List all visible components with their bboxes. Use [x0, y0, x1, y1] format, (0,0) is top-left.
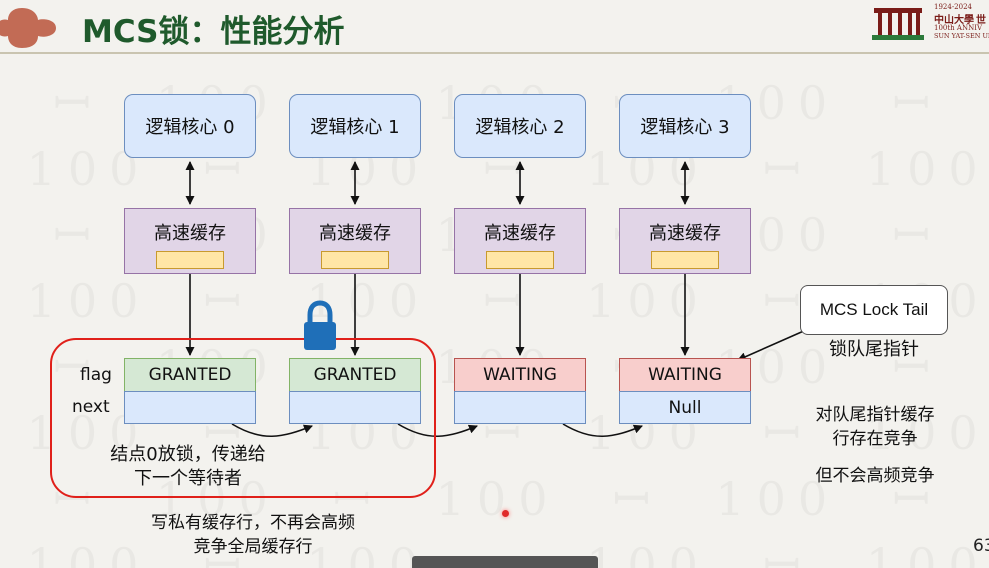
cache-1: 高速缓存: [289, 208, 421, 274]
logical-core-3: 逻辑核心 3: [619, 94, 751, 158]
release-note: 结点0放锁，传递给 下一个等待者: [88, 443, 288, 491]
cache-line-slot: [651, 251, 719, 269]
gate-icon: [872, 8, 924, 40]
private-cache-note-line2: 竞争全局缓存行: [193, 537, 313, 557]
private-cache-note-line1: 写私有缓存行，不再会高频: [151, 513, 355, 533]
flag-row-label: flag: [80, 365, 112, 385]
tail-caption: 锁队尾指针: [829, 339, 919, 360]
node-0-next: [124, 391, 256, 424]
next-row-label: next: [72, 397, 110, 417]
tail-pointer: [737, 329, 807, 361]
cache-line-slot: [321, 251, 389, 269]
core-label: 逻辑核心 1: [310, 117, 400, 138]
core-label: 逻辑核心 3: [640, 117, 730, 138]
release-note-line1: 结点0放锁，传递给: [110, 444, 266, 465]
cache-line-slot: [486, 251, 554, 269]
logical-core-2: 逻辑核心 2: [454, 94, 586, 158]
logical-core-1: 逻辑核心 1: [289, 94, 421, 158]
node-2-flag: WAITING: [454, 358, 586, 392]
page-number: 63: [973, 536, 989, 556]
cache-label: 高速缓存: [649, 223, 721, 244]
contention-note-line1: 对队尾指针缓存: [815, 405, 935, 425]
cache-2: 高速缓存: [454, 208, 586, 274]
header-divider: [0, 52, 989, 54]
mcs-lock-tail-box: MCS Lock Tail: [800, 285, 948, 335]
node-0-flag: GRANTED: [124, 358, 256, 392]
node-1-next: [289, 391, 421, 424]
cache-3: 高速缓存: [619, 208, 751, 274]
cache-label: 高速缓存: [154, 223, 226, 244]
slide-title: MCS锁：性能分析: [82, 14, 345, 50]
node-3-next: Null: [619, 391, 751, 424]
logo-anniv: 100th ANNIV: [934, 24, 983, 32]
core-label: 逻辑核心 0: [145, 117, 235, 138]
cache-0: 高速缓存: [124, 208, 256, 274]
logical-core-0: 逻辑核心 0: [124, 94, 256, 158]
core-label: 逻辑核心 2: [475, 117, 565, 138]
lock-icon: [304, 300, 336, 350]
cache-label: 高速缓存: [484, 223, 556, 244]
logo-years: 1924-2024: [934, 3, 972, 11]
logo-name: 中山大學: [934, 15, 974, 26]
highlight-frame: [50, 338, 436, 498]
logo-suffix: 世: [976, 15, 986, 26]
laser-pointer-dot: [502, 510, 509, 517]
node-3-flag: WAITING: [619, 358, 751, 392]
cache-label: 高速缓存: [319, 223, 391, 244]
logo-univ: SUN YAT-SEN UNI: [934, 32, 989, 40]
release-note-line2: 下一个等待者: [134, 468, 242, 489]
node-1-flag: GRANTED: [289, 358, 421, 392]
contention-note-line2: 行存在竞争: [832, 429, 918, 449]
next-link-2-3: [562, 423, 643, 438]
private-cache-note: 写私有缓存行，不再会高频 竞争全局缓存行: [118, 511, 388, 559]
next-link-1-2: [397, 423, 478, 438]
university-logo: 1924-2024 中山大學 世 100th ANNIV SUN YAT-SEN…: [872, 2, 989, 42]
node-2-next: [454, 391, 586, 424]
contention-note: 对队尾指针缓存 行存在竞争: [790, 403, 960, 451]
slide-header: MCS锁：性能分析 1924-2024 中山大學 世 100th ANNIV S…: [0, 0, 989, 52]
next-link-0-1: [231, 423, 313, 438]
quatrefoil-badge-icon: [0, 8, 56, 48]
cache-line-slot: [156, 251, 224, 269]
no-high-freq-note: 但不会高频竞争: [815, 466, 935, 486]
bottom-toolbar[interactable]: [412, 556, 598, 568]
